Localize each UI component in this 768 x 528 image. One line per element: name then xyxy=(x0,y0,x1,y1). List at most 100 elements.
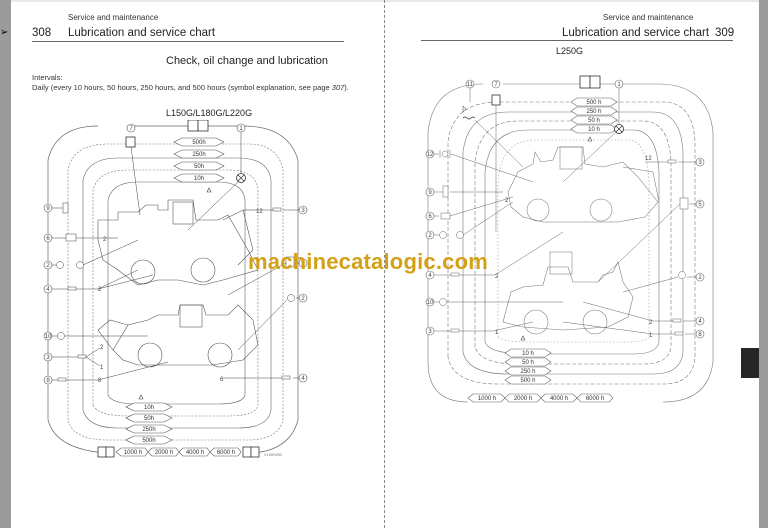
svg-text:1: 1 xyxy=(495,330,499,336)
wheel-loader-side-illustration xyxy=(507,146,660,223)
lubrication-diagram-right: 500 h 250 h 50 h 10 h 11 7 1 12 9 6 2 4 … xyxy=(425,75,714,403)
interval-badge-2000h: 2000 h xyxy=(504,393,542,403)
svg-text:1: 1 xyxy=(649,333,653,339)
callout-3: 3 xyxy=(425,326,435,336)
svg-text:2: 2 xyxy=(505,198,509,204)
interval-badge-250h-bottom: 250h xyxy=(125,424,173,434)
callout-9: 9 xyxy=(43,203,53,213)
callout-5-right: 5 xyxy=(298,258,308,268)
svg-text:6: 6 xyxy=(220,377,224,383)
track-500h xyxy=(447,101,696,385)
svg-text:3: 3 xyxy=(46,355,50,361)
interval-badge-10h: 10h xyxy=(173,173,225,183)
wheel-loader-side-illustration xyxy=(97,199,259,286)
wheel-loader-rear-illustration xyxy=(97,304,259,368)
callout-7: 7 xyxy=(491,79,501,89)
svg-text:2: 2 xyxy=(495,274,499,280)
callout-3-right: 3 xyxy=(298,205,308,215)
svg-text:50 h: 50 h xyxy=(522,360,534,366)
svg-text:250h: 250h xyxy=(192,152,205,158)
section-label: Service and maintenance xyxy=(68,13,159,22)
wave-icon xyxy=(462,105,476,120)
svg-text:10h: 10h xyxy=(194,176,204,182)
callout-2: 2 xyxy=(43,260,53,270)
callout-4: 4 xyxy=(43,284,53,294)
svg-text:50h: 50h xyxy=(194,164,204,170)
interval-badge-250h: 250h xyxy=(173,149,225,159)
interval-badge-6000h: 6000 h xyxy=(209,447,242,457)
point-labels: 12 2 2 2 1 8 6 xyxy=(98,209,263,384)
svg-text:8: 8 xyxy=(46,378,50,384)
interval-badge-2000h: 2000 h xyxy=(147,447,180,457)
svg-text:8: 8 xyxy=(698,332,702,338)
interval-badge-500h: 500h xyxy=(173,137,225,147)
svg-text:500h: 500h xyxy=(142,438,155,444)
svg-text:2: 2 xyxy=(301,296,305,302)
svg-text:2: 2 xyxy=(698,275,702,281)
callout-12: 12 xyxy=(425,149,435,159)
svg-text:6: 6 xyxy=(46,236,50,242)
svg-text:2: 2 xyxy=(98,287,102,293)
callout-7: 7 xyxy=(126,123,136,133)
svg-text:11: 11 xyxy=(467,82,474,88)
interval-badge-1000h: 1000 h xyxy=(115,447,149,457)
manual-book-icon xyxy=(579,75,601,89)
intervals-label: Intervals: xyxy=(32,73,63,82)
page-reference-link[interactable]: 307 xyxy=(331,83,345,92)
svg-text:500h: 500h xyxy=(192,140,205,146)
interval-badge-10h-bottom: 10 h xyxy=(504,348,552,358)
page-number: 309 xyxy=(715,27,735,39)
lubrication-diagram-left: 500h 250h 50h 10h 7 1 9 6 2 4 10 3 8 3 5… xyxy=(43,120,308,458)
svg-text:250h: 250h xyxy=(142,427,155,433)
wheel-loader-rear-illustration xyxy=(502,251,634,335)
callout-10: 10 xyxy=(43,331,53,341)
callout-10: 10 xyxy=(425,297,435,307)
svg-text:5: 5 xyxy=(698,202,702,208)
svg-text:12: 12 xyxy=(427,152,434,158)
svg-text:1: 1 xyxy=(617,82,621,88)
lamp-icon xyxy=(236,173,246,183)
fuel-pump-icon xyxy=(125,136,136,148)
callout-2-right: 2 xyxy=(695,272,705,282)
interval-badge-50h: 50h xyxy=(173,161,225,171)
viewer-left-margin xyxy=(0,0,11,528)
svg-text:2: 2 xyxy=(103,237,107,243)
track-50h xyxy=(92,169,259,417)
svg-text:2: 2 xyxy=(46,263,50,269)
chapter-tab[interactable] xyxy=(741,348,759,378)
callout-5-right: 5 xyxy=(695,199,705,209)
callout-9: 9 xyxy=(425,187,435,197)
svg-text:4: 4 xyxy=(301,376,305,382)
svg-text:4000 h: 4000 h xyxy=(186,450,204,456)
interval-badge-500h-bottom: 500 h xyxy=(504,375,552,385)
svg-text:250 h: 250 h xyxy=(520,369,535,375)
svg-text:4: 4 xyxy=(46,287,50,293)
oil-drop-icon xyxy=(587,136,593,142)
track-50h xyxy=(474,120,672,365)
svg-text:1000 h: 1000 h xyxy=(124,450,142,456)
callout-3-right: 3 xyxy=(695,157,705,167)
callout-1: 1 xyxy=(614,79,624,89)
fuel-pump-icon xyxy=(491,94,501,106)
track-10h xyxy=(484,129,660,355)
manual-book-icon-bottom-right xyxy=(242,446,260,458)
interval-badge-500h: 500 h xyxy=(570,97,618,107)
svg-text:10: 10 xyxy=(427,300,434,306)
svg-text:50h: 50h xyxy=(144,416,154,422)
interval-badge-50h: 50 h xyxy=(570,115,618,125)
svg-text:1: 1 xyxy=(100,365,104,371)
svg-text:9: 9 xyxy=(46,206,50,212)
svg-text:10: 10 xyxy=(45,334,52,340)
callout-4-right: 4 xyxy=(695,316,705,326)
header-rule xyxy=(421,40,733,41)
svg-text:50 h: 50 h xyxy=(588,118,600,124)
svg-text:500 h: 500 h xyxy=(520,378,535,384)
callout-6: 6 xyxy=(43,233,53,243)
page-title: Lubrication and service chart xyxy=(562,27,710,39)
callout-3: 3 xyxy=(43,352,53,362)
callout-2: 2 xyxy=(425,230,435,240)
svg-text:7: 7 xyxy=(129,126,133,132)
callout-11: 11 xyxy=(465,79,475,89)
interval-badge-4000h: 4000 h xyxy=(178,447,211,457)
svg-text:12: 12 xyxy=(645,156,652,162)
